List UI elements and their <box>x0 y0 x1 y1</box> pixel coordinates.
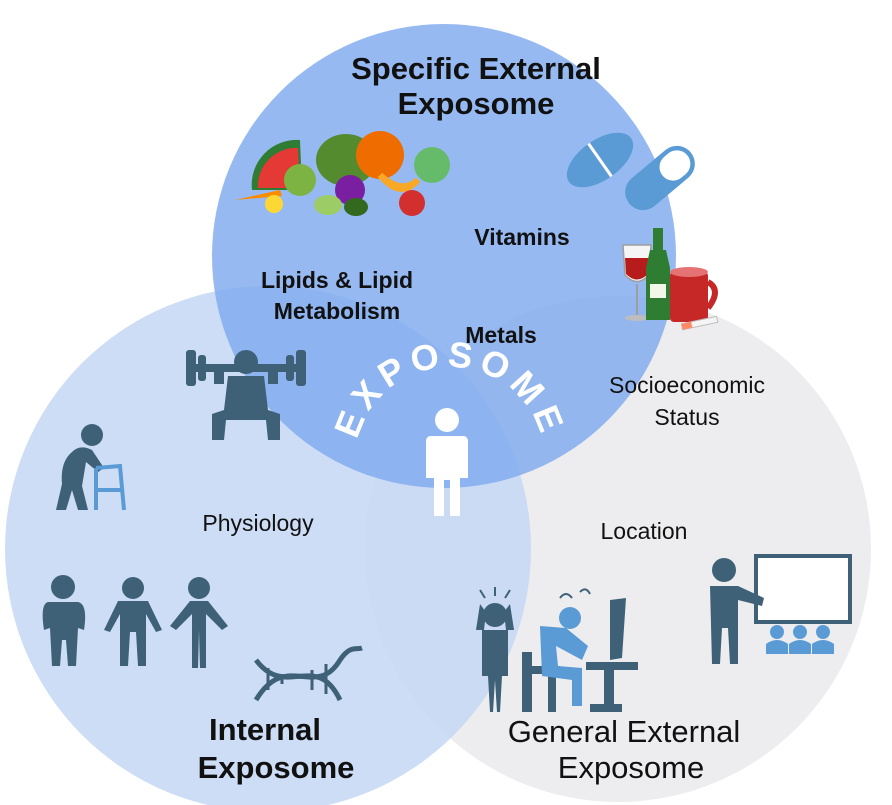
metals-label: Metals <box>465 322 537 348</box>
teacher-classroom-icon <box>710 554 852 664</box>
general-title-line1: General External <box>508 714 741 749</box>
alcohol-coffee-cigarette-icon <box>622 228 719 331</box>
stressed-person-icon <box>476 587 514 712</box>
physiology-label: Physiology <box>202 510 314 536</box>
socioeconomic-label-line2: Status <box>654 404 719 430</box>
burnout-desk-icon <box>522 588 638 712</box>
socioeconomic-label-line1: Socioeconomic <box>609 372 765 398</box>
lipids-label-line2: Metabolism <box>274 298 401 324</box>
specific-title-line2: Exposome <box>398 86 555 121</box>
location-label: Location <box>601 518 688 544</box>
body-types-icon <box>42 575 228 668</box>
person-center-icon <box>426 408 468 516</box>
fruits-vegetables-icon <box>235 131 450 216</box>
elderly-walker-icon <box>56 424 126 511</box>
specific-title-line1: Specific External <box>351 51 601 86</box>
vitamins-label: Vitamins <box>474 224 569 250</box>
internal-title-line2: Exposome <box>198 750 355 785</box>
lipids-label-line1: Lipids & Lipid <box>261 267 413 293</box>
pills-icon <box>566 132 695 211</box>
weightlifter-icon <box>186 350 306 440</box>
dna-icon <box>253 645 363 702</box>
internal-title-line1: Internal <box>209 712 321 747</box>
general-title-line2: Exposome <box>558 750 704 785</box>
